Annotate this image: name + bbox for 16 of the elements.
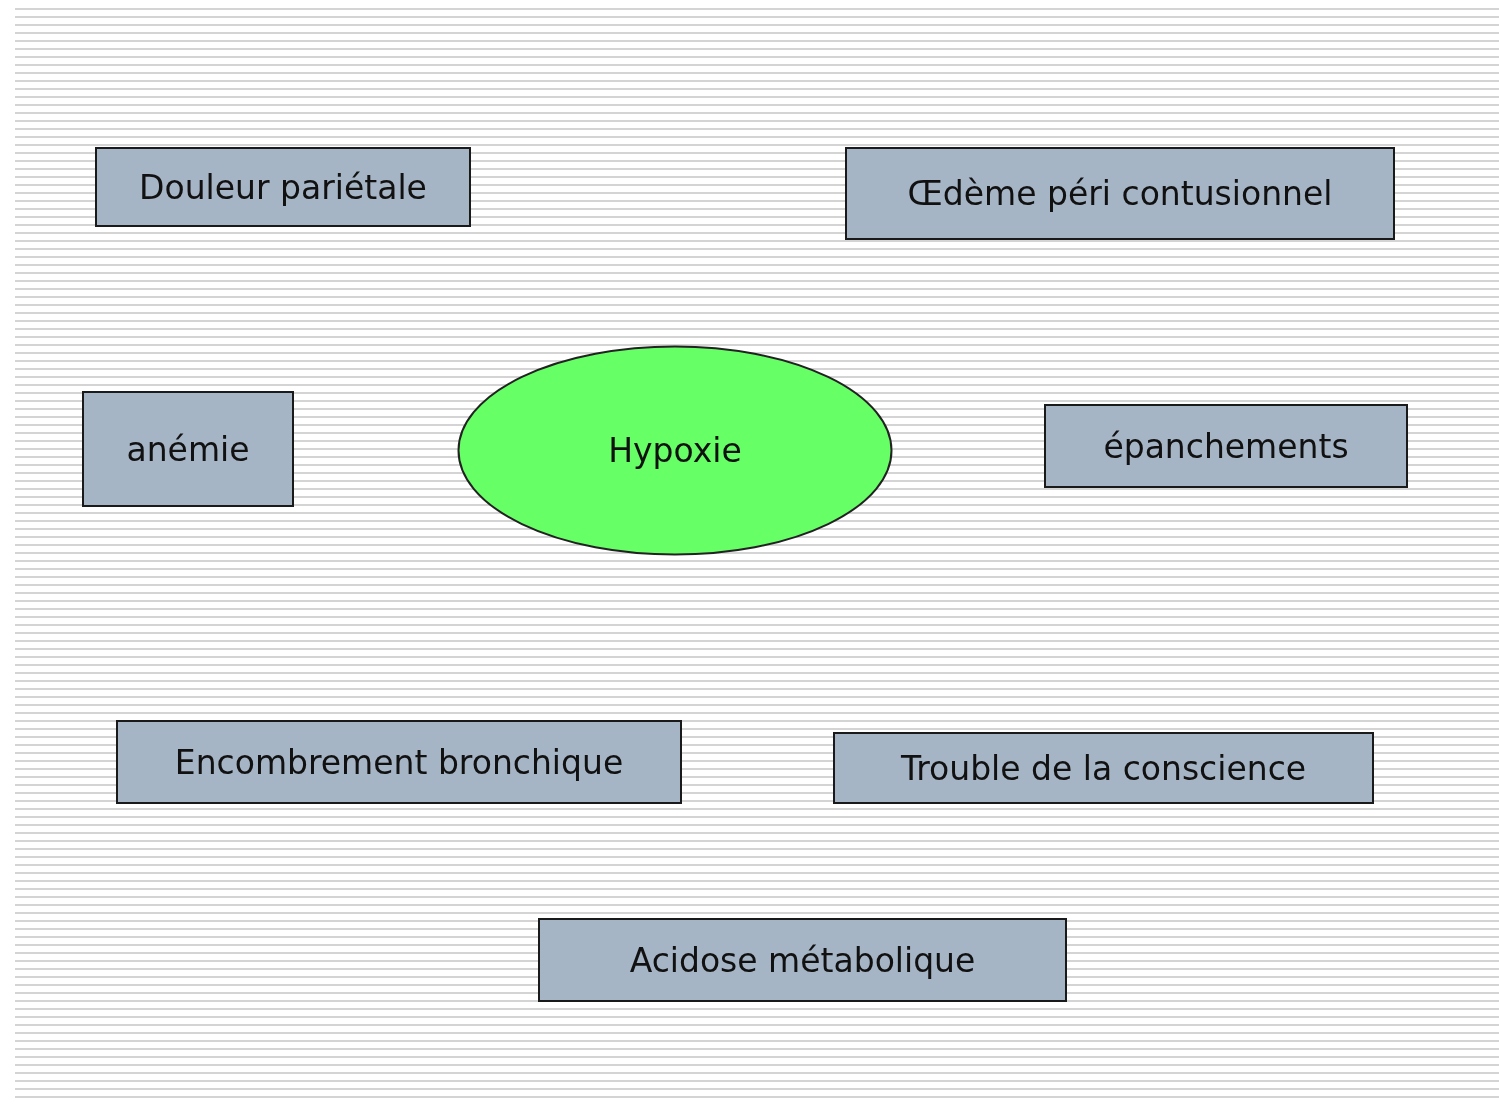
node-label: Hypoxie [608,431,742,470]
node-label: Acidose métabolique [629,940,976,980]
label-box [1044,404,1408,488]
label-box [538,918,1067,1002]
label-box [82,391,294,507]
label-box [833,732,1374,804]
node-label: Œdème péri contusionnel [907,174,1333,213]
central-ellipse [457,345,893,556]
node-label: Trouble de la conscience [900,748,1307,788]
label-box [845,147,1395,240]
label-box [95,147,471,227]
label-box [116,720,682,804]
node-label: anémie [126,429,250,469]
node-label: épanchements [1103,426,1349,466]
node-label: Douleur pariétale [139,167,427,207]
node-label: Encombrement bronchique [174,742,624,782]
